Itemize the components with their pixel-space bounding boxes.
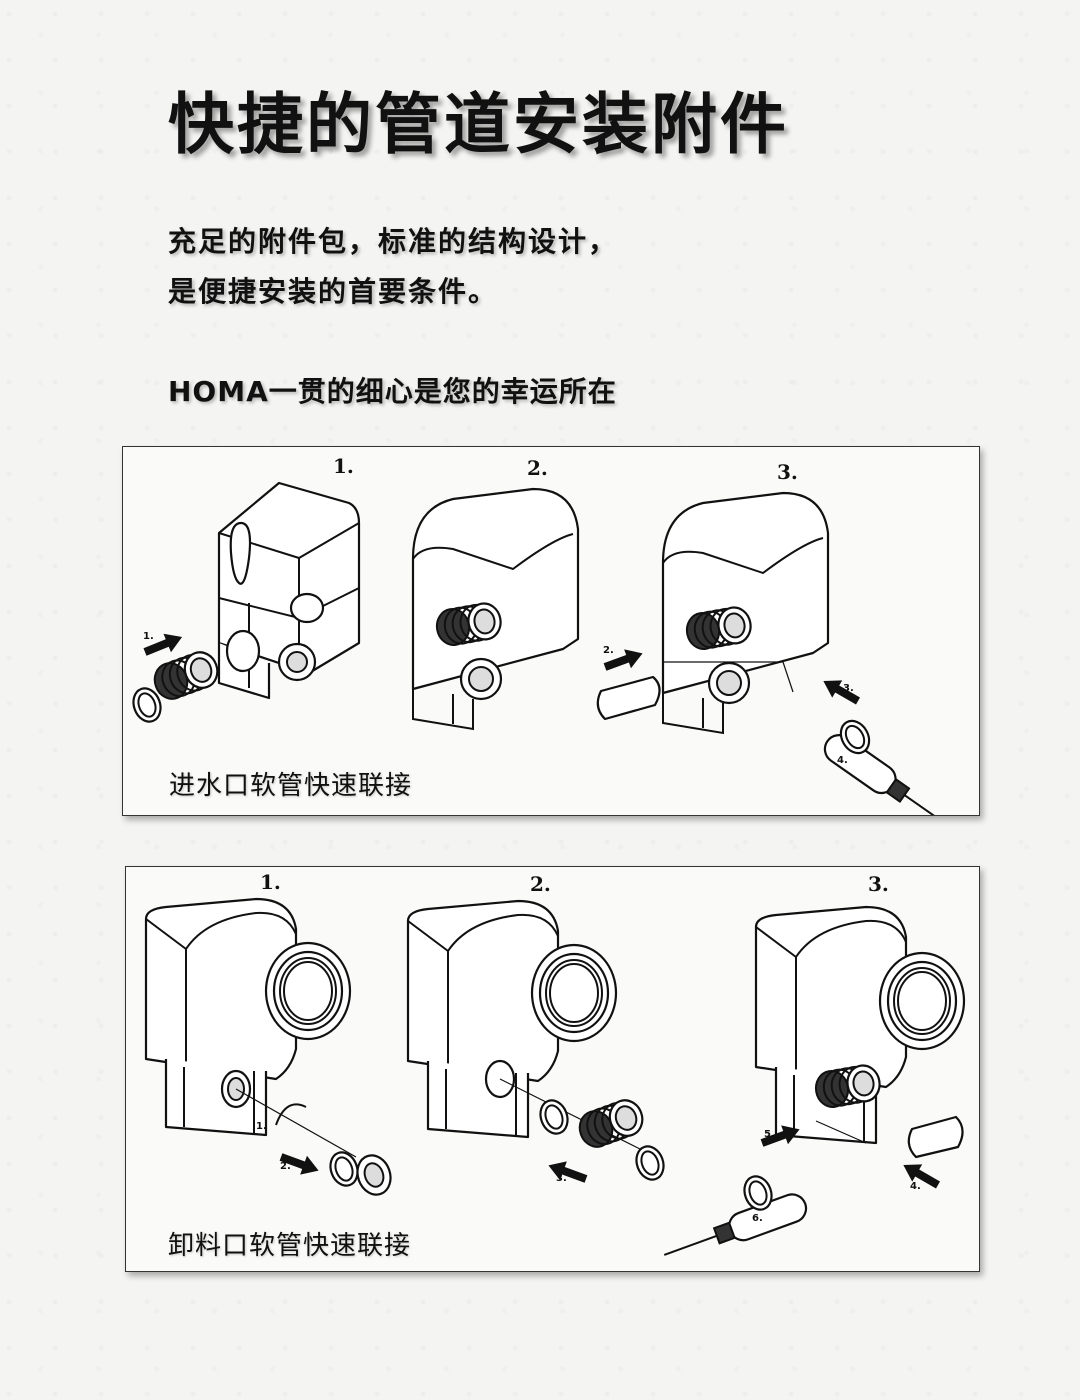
inlet-step-2-label: 2. [527,456,548,480]
page-title: 快捷的管道安装附件 [168,86,789,163]
outlet-step-3-figure [658,905,966,1270]
inlet-illustration: 1. 2. 3. 1. [127,454,960,815]
inlet-arrow-label-1: 1. [143,631,154,642]
inlet-connection-panel: 1. 2. 3. 1. [122,446,980,816]
inlet-arrow-label-4: 4. [837,755,848,766]
outlet-arrow-label-4: 4. [910,1181,921,1192]
inlet-step-1-label: 1. [333,454,354,478]
outlet-arrow-label-1: 1. [256,1121,267,1132]
outlet-step-1-label: 1. [260,870,281,894]
outlet-step-1-figure [144,897,392,1196]
outlet-arrow-label-6: 6. [752,1213,763,1224]
inlet-arrow-label-2: 2. [603,645,614,656]
inlet-caption: 进水口软管快速联接 [169,771,413,801]
intro-line-2: 是便捷安装的首要条件。 [168,275,499,308]
outlet-connection-panel: 1. 2. 3. 1. 2. [125,866,980,1272]
outlet-arrow-label-2: 2. [280,1161,291,1172]
inlet-step-3-figure [596,491,960,815]
intro-line-1: 充足的附件包，标准的结构设计， [168,225,619,258]
outlet-illustration: 1. 2. 3. 1. 2. [144,870,966,1270]
inlet-step-3-label: 3. [777,460,798,484]
inlet-arrow-label-3: 3. [843,683,854,694]
brand-slogan: HOMA一贯的细心是您的幸运所在 [168,375,617,408]
outlet-step-3-label: 3. [868,872,889,896]
outlet-arrow-label-5: 5. [764,1129,775,1140]
inlet-step-1-figure [127,481,361,727]
outlet-step-2-figure [406,899,670,1189]
inlet-step-2-figure [411,487,580,731]
outlet-caption: 卸料口软管快速联接 [168,1231,412,1261]
outlet-arrow-label-3: 3. [556,1173,567,1184]
outlet-step-2-label: 2. [530,872,551,896]
